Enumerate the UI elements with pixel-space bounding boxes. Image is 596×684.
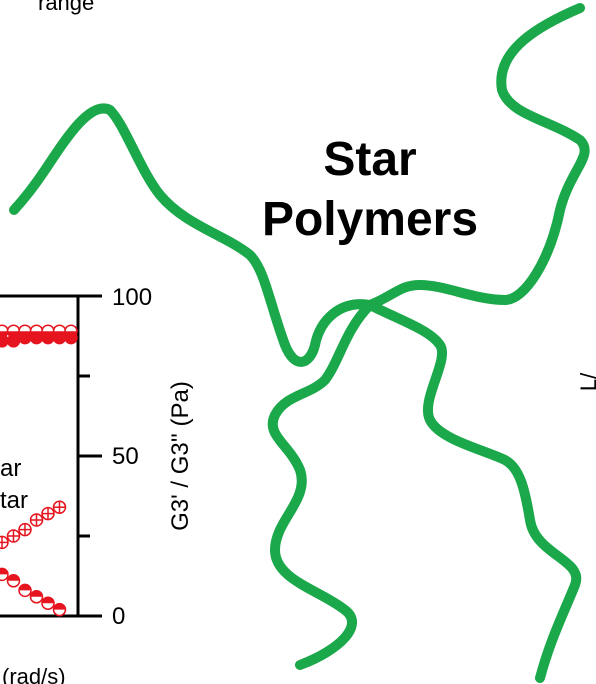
top-text-fragment: range xyxy=(38,0,94,15)
data-point-crossed-circle xyxy=(0,535,9,550)
title-line-2: Polymers xyxy=(262,193,478,246)
title-line-1: Star xyxy=(323,133,416,186)
data-point-open-circle xyxy=(64,324,78,338)
data-point-half-filled-circle xyxy=(41,596,55,610)
data-point-crossed-circle xyxy=(29,513,44,527)
chart-fragment: 100 50 0 G3' / G3'' (Pa) ar tar (rad/s) xyxy=(0,284,194,684)
polymer-arm-lower-left xyxy=(267,300,375,670)
y-axis-ticks xyxy=(78,294,102,618)
star-polymer-drawing xyxy=(9,3,590,683)
data-point-crossed-circle xyxy=(52,500,67,514)
x-axis-fragment: (rad/s) xyxy=(2,664,66,684)
data-point-open-circle xyxy=(29,324,44,338)
legend-fragment-1: ar xyxy=(0,455,21,482)
polymer-arm-upper-left xyxy=(9,103,375,367)
data-point-half-filled-circle xyxy=(52,602,67,617)
polymer-arm-upper-right xyxy=(365,3,590,310)
y-tick-label-0: 0 xyxy=(112,603,125,630)
data-point-open-circle xyxy=(52,324,67,338)
data-point-crossed-circle xyxy=(6,529,21,543)
data-point-half-filled-circle xyxy=(18,583,32,598)
data-point-open-circle xyxy=(18,324,32,338)
right-edge-fragment: L/ xyxy=(576,372,596,391)
data-point-open-circle xyxy=(6,324,21,338)
data-point-half-filled-circle xyxy=(6,574,21,588)
y-tick-label-100: 100 xyxy=(112,284,152,311)
legend-fragment-2: tar xyxy=(0,487,28,514)
y-axis-label: G3' / G3'' (Pa) xyxy=(167,381,194,531)
y-tick-label-50: 50 xyxy=(112,443,139,470)
data-point-half-filled-circle xyxy=(29,590,44,604)
data-point-crossed-circle xyxy=(18,522,32,537)
data-point-half-filled-circle xyxy=(0,567,9,582)
polymer-arm-lower-right xyxy=(365,300,582,683)
data-point-crossed-circle xyxy=(41,506,55,521)
data-point-open-circle xyxy=(41,324,55,338)
data-points xyxy=(0,324,78,617)
